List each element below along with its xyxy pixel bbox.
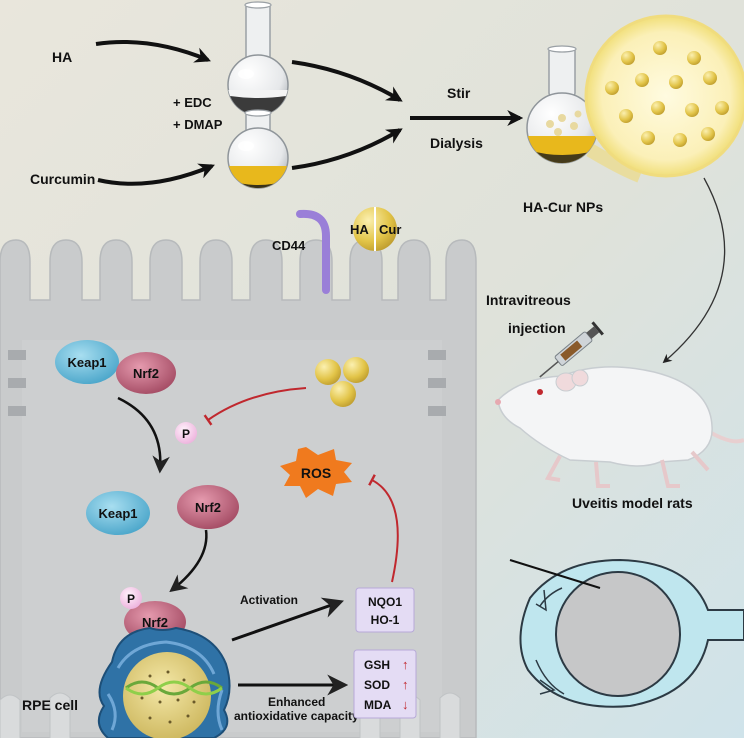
gene-ho1: HO-1 <box>371 613 400 627</box>
arrow-curcumin-to-flask <box>97 163 215 186</box>
label-enhanced-2: antioxidative capacity <box>234 709 359 723</box>
label-enhanced-1: Enhanced <box>268 695 325 709</box>
gene-nqo1: NQO1 <box>368 595 402 609</box>
label-curcumin: Curcumin <box>30 171 95 187</box>
marker-box <box>353 649 417 719</box>
arrow-to-rat <box>662 177 726 364</box>
label-cd44: CD44 <box>272 238 306 253</box>
arrow-nrf2-translocation <box>169 529 208 593</box>
label-activation: Activation <box>240 593 298 607</box>
arrow-activation <box>231 597 344 642</box>
label-intravitreous: Intravitreous <box>486 292 571 308</box>
rat-illustration <box>495 366 744 488</box>
ha-cur-nanoparticle <box>353 207 397 251</box>
flask-curcumin <box>227 109 289 189</box>
internalized-nanoparticles <box>315 357 369 407</box>
label-rpe-cell: RPE cell <box>22 697 78 713</box>
marker-gsh-arrow: ↑ <box>402 657 409 672</box>
label-keap1-complex: Keap1 <box>67 355 106 370</box>
cd44-receptor <box>296 209 330 294</box>
marker-sod: SOD <box>364 678 390 692</box>
marker-mda: MDA <box>364 698 392 712</box>
ros-burst <box>280 447 352 498</box>
marker-gsh: GSH <box>364 658 390 672</box>
arrow-flask1-to-stir <box>291 60 403 102</box>
syringe-icon <box>539 321 604 378</box>
nrf2-free <box>177 485 239 529</box>
inhibit-phosphorylation <box>203 387 307 426</box>
label-uveitis-model: Uveitis model rats <box>572 495 693 511</box>
label-nrf2-phospho: Nrf2 <box>142 615 168 630</box>
eye-diagram <box>509 558 744 708</box>
nucleus <box>97 626 231 738</box>
marker-mda-arrow: ↓ <box>402 697 409 712</box>
arrow-dissociation <box>117 396 170 474</box>
inhibit-ros <box>368 474 399 583</box>
label-ros: ROS <box>301 465 331 481</box>
label-dmap: + DMAP <box>173 117 223 132</box>
label-nrf2-free: Nrf2 <box>195 500 221 515</box>
label-stir: Stir <box>447 85 471 101</box>
label-np-cur: Cur <box>379 222 401 237</box>
phospho-circle-2 <box>120 587 142 609</box>
nanoparticle-zoom <box>584 14 744 183</box>
nrf2-complex <box>116 352 176 394</box>
keap1-complex <box>55 340 119 384</box>
gene-box <box>355 587 415 633</box>
label-edc: + EDC <box>173 95 212 110</box>
label-keap1-free: Keap1 <box>98 506 137 521</box>
phospho-circle-1 <box>175 422 197 444</box>
arrow-ha-to-flask <box>95 40 211 63</box>
label-ha-cur-nps: HA-Cur NPs <box>523 199 603 215</box>
label-phospho-1: P <box>182 427 190 441</box>
label-np-ha: HA <box>350 222 369 237</box>
label-phospho-2: P <box>127 592 135 606</box>
marker-sod-arrow: ↑ <box>402 677 409 692</box>
label-ha: HA <box>52 49 72 65</box>
label-injection: injection <box>508 320 566 336</box>
arrow-flask2-to-stir <box>291 128 403 170</box>
label-nrf2-complex: Nrf2 <box>133 366 159 381</box>
label-dialysis: Dialysis <box>430 135 483 151</box>
keap1-free <box>86 491 150 535</box>
